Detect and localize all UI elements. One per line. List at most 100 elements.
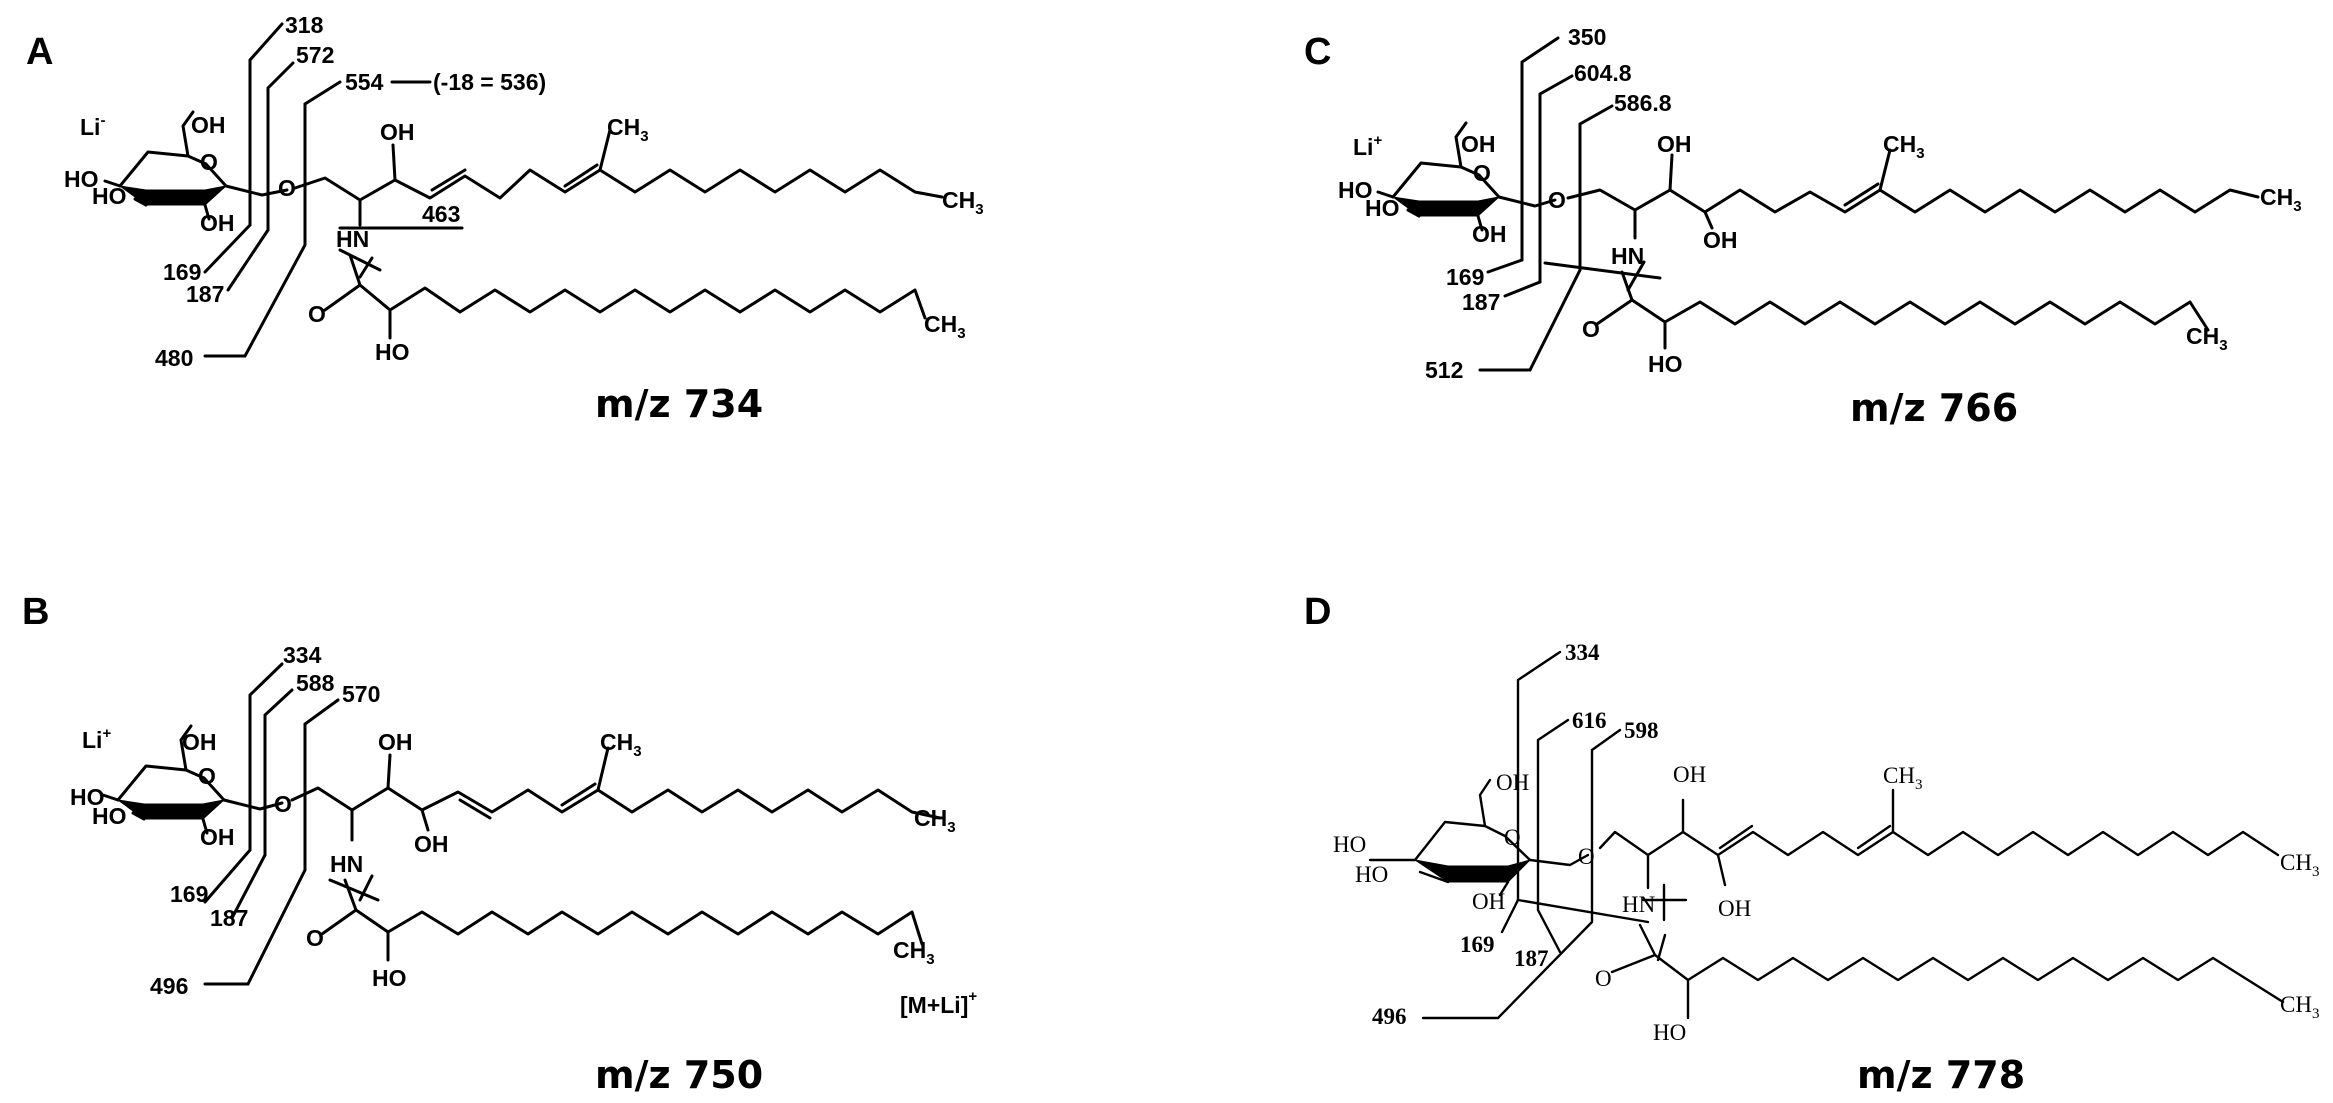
fragment-mz-label: 570 bbox=[342, 681, 380, 707]
panel-b: B Li+ OH O HO HO OH O OH OH CH3 CH3 bbox=[22, 591, 977, 1097]
fragmentation-lines bbox=[1421, 650, 1688, 1020]
glucose-ring bbox=[103, 110, 289, 221]
hn-label: HN bbox=[1611, 243, 1644, 269]
glycosidic-oxygen-label: O bbox=[1578, 844, 1595, 869]
methyl-label: CH3 bbox=[607, 114, 649, 145]
oh-label: OH bbox=[1472, 221, 1507, 247]
oh-label: OH bbox=[1472, 889, 1505, 914]
ho-label: HO bbox=[64, 166, 99, 192]
methyl-label: CH3 bbox=[1883, 763, 1922, 793]
fragment-mz-label: 588 bbox=[296, 670, 335, 696]
carbonyl-oxygen-label: O bbox=[306, 925, 324, 951]
glucose-ring bbox=[1368, 778, 1590, 897]
acyl-terminal-methyl-label: CH3 bbox=[893, 937, 935, 968]
oh-label: OH bbox=[1718, 896, 1751, 921]
panel-d: D OH O HO HO OH O OH OH CH3 CH3 HN bbox=[1304, 591, 2319, 1097]
glucose-ring bbox=[1376, 121, 1557, 232]
methyl-label: CH3 bbox=[600, 729, 642, 760]
terminal-methyl-label: CH3 bbox=[2260, 184, 2302, 215]
oh-label: OH bbox=[200, 824, 235, 850]
precursor-mz-label: m/z 766 bbox=[1850, 386, 2018, 430]
ho-label: HO bbox=[1365, 195, 1400, 221]
fragment-mz-label: 350 bbox=[1568, 24, 1606, 50]
glucose-ring bbox=[101, 724, 284, 835]
fragmentation-lines bbox=[203, 22, 464, 358]
glycosidic-oxygen-label: O bbox=[1548, 187, 1566, 213]
fragment-mz-label: 572 bbox=[296, 42, 334, 68]
glycosidic-oxygen-label: O bbox=[278, 175, 296, 201]
fragment-mz-label: 169 bbox=[170, 881, 208, 907]
fragment-mz-label: 604.8 bbox=[1574, 60, 1632, 86]
fatty-acyl-chain bbox=[1610, 923, 2285, 1020]
fragment-mz-label: 187 bbox=[210, 905, 248, 931]
sphingoid-chain bbox=[1598, 788, 2280, 890]
fragment-mz-label: 496 bbox=[1372, 1004, 1407, 1029]
oh-label: OH bbox=[414, 831, 449, 857]
oh-label: OH bbox=[378, 729, 413, 755]
acyl-terminal-methyl-label: CH3 bbox=[2280, 992, 2319, 1022]
fatty-acyl-chain bbox=[323, 253, 927, 340]
fragment-mz-label: 463 bbox=[422, 201, 460, 227]
fragment-mz-label: 334 bbox=[283, 642, 322, 668]
terminal-methyl-label: CH3 bbox=[914, 805, 956, 836]
sphingoid-chain bbox=[290, 746, 942, 842]
fragment-mz-label: 169 bbox=[163, 259, 201, 285]
terminal-methyl-label: CH3 bbox=[942, 187, 984, 218]
panel-letter: B bbox=[22, 591, 49, 633]
methyl-label: CH3 bbox=[1883, 131, 1925, 162]
fragment-mz-label: 334 bbox=[1565, 640, 1600, 665]
ho-label: HO bbox=[92, 183, 127, 209]
oh-label: OH bbox=[200, 210, 235, 236]
precursor-mz-label: m/z 750 bbox=[595, 1053, 763, 1097]
ho-label: HO bbox=[372, 965, 407, 991]
hn-label: HN bbox=[336, 226, 369, 252]
fatty-acyl-chain bbox=[320, 878, 924, 962]
panel-letter: A bbox=[26, 31, 53, 73]
ho-label: HO bbox=[375, 339, 410, 365]
oh-label: OH bbox=[1703, 227, 1738, 253]
ho-label: HO bbox=[1338, 177, 1373, 203]
fragmentation-lines bbox=[1478, 36, 1662, 372]
hn-label: HN bbox=[330, 851, 363, 877]
panel-letter: C bbox=[1304, 31, 1331, 73]
carbonyl-oxygen-label: O bbox=[1595, 966, 1612, 991]
panel-letter: D bbox=[1304, 591, 1331, 633]
fragment-mz-label: 187 bbox=[1514, 946, 1549, 971]
fragment-mz-label: 512 bbox=[1425, 357, 1463, 383]
ring-oxygen-label: O bbox=[1504, 825, 1521, 850]
fragment-mz-label: 169 bbox=[1460, 932, 1495, 957]
sphingoid-chain bbox=[293, 128, 944, 227]
fatty-acyl-chain bbox=[1595, 270, 2210, 350]
precursor-mz-label: m/z 778 bbox=[1857, 1053, 2025, 1097]
lithium-ion-label: Li+ bbox=[82, 725, 111, 753]
fragment-mz-label: 480 bbox=[155, 345, 193, 371]
sphingoid-chain bbox=[1566, 148, 2260, 240]
fragment-mz-label: 598 bbox=[1624, 718, 1659, 743]
fragment-mz-label: 169 bbox=[1446, 264, 1484, 290]
oh-label: OH bbox=[380, 119, 415, 145]
fragment-mz-label: 616 bbox=[1572, 708, 1607, 733]
precursor-mz-label: m/z 734 bbox=[595, 382, 763, 426]
oh-label: OH bbox=[1496, 770, 1529, 795]
panel-a: A Li- OH O HO HO OH O OH CH3 CH3 bbox=[26, 12, 984, 426]
oh-label: OH bbox=[1673, 762, 1706, 787]
ho-label: HO bbox=[92, 803, 127, 829]
oh-label: OH bbox=[191, 112, 226, 138]
fragment-mz-label: 554 bbox=[345, 69, 384, 95]
adduct-label: [M+Li]+ bbox=[900, 988, 977, 1018]
fragment-mz-label: 586.8 bbox=[1614, 90, 1672, 116]
panel-c: C Li+ OH O HO HO OH O OH OH CH3 CH3 HN bbox=[1304, 24, 2302, 430]
ho-label: HO bbox=[1333, 832, 1366, 857]
oh-label: OH bbox=[1461, 131, 1496, 157]
fragment-mz-label: 187 bbox=[186, 281, 224, 307]
oh-label: OH bbox=[182, 729, 217, 755]
fragmentation-lines bbox=[203, 662, 380, 986]
terminal-methyl-label: CH3 bbox=[2280, 850, 2319, 880]
fragment-mz-label: 318 bbox=[285, 12, 324, 38]
hn-label: HN bbox=[1622, 892, 1656, 917]
carbonyl-oxygen-label: O bbox=[308, 301, 326, 327]
ho-label: HO bbox=[1355, 862, 1388, 887]
lithium-ion-label: Li+ bbox=[1353, 132, 1382, 160]
oh-label: OH bbox=[1657, 131, 1692, 157]
